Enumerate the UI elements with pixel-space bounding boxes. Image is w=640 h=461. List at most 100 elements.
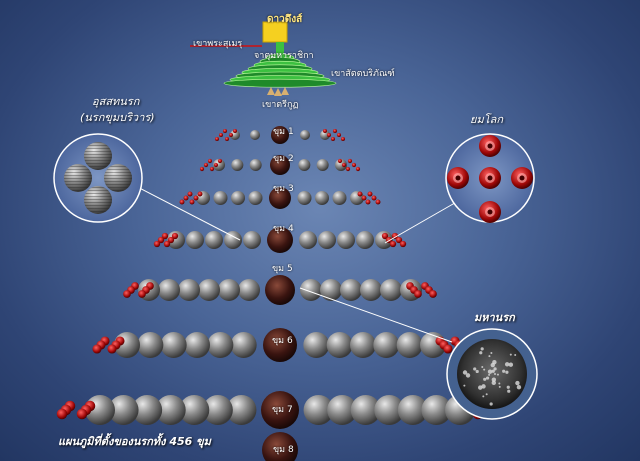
tavatimsa-label: ดาวดึงส์ xyxy=(267,14,303,25)
satellite-hell-sphere xyxy=(318,231,336,249)
satellite-hell-sphere xyxy=(186,231,204,249)
satellite-hell-sphere xyxy=(326,332,353,358)
central-hell-sphere xyxy=(263,328,297,362)
ussada-inset xyxy=(53,133,143,223)
satellite-hell-sphere xyxy=(320,279,342,301)
satellite-hell-sphere xyxy=(132,395,163,425)
red-hell-marker xyxy=(233,129,237,133)
level-7-label: ขุม 7 xyxy=(272,405,293,415)
satellite-hell-sphere xyxy=(303,332,330,358)
satellite-hell-sphere xyxy=(320,130,330,140)
satellite-hell-sphere xyxy=(213,191,228,205)
satellite-hell-sphere xyxy=(350,395,381,425)
red-hell-marker xyxy=(56,408,68,420)
red-hell-marker xyxy=(138,290,146,298)
red-hell-marker xyxy=(157,236,165,244)
red-hell-marker xyxy=(179,199,185,205)
red-hell-marker xyxy=(193,195,199,201)
red-hell-marker xyxy=(331,137,335,141)
satellite-hell-sphere xyxy=(158,279,180,301)
satellite-hell-sphere xyxy=(226,395,257,425)
red-hell-marker xyxy=(371,195,377,201)
satellite-hell-sphere xyxy=(373,332,400,358)
red-hell-marker xyxy=(123,290,131,298)
level-1-label: ขุม 1 xyxy=(273,127,294,137)
red-hell-marker xyxy=(399,240,407,248)
satellite-hell-sphere xyxy=(340,279,362,301)
red-hell-marker xyxy=(203,162,209,168)
red-hell-marker xyxy=(199,166,205,172)
satellite-hell-sphere xyxy=(397,395,428,425)
satellite-hell-sphere xyxy=(327,395,358,425)
red-hell-marker xyxy=(367,191,373,197)
diagram-caption: แผนภูมิที่ตั้งของนรกทั้ง 456 ขุม xyxy=(58,435,211,448)
red-hell-marker xyxy=(107,344,117,354)
level-5-label: ขุม 5 xyxy=(272,264,293,274)
mount-meru xyxy=(190,21,337,96)
red-hell-marker xyxy=(351,162,357,168)
satellite-hell-sphere xyxy=(421,395,452,425)
satellite-hell-sphere xyxy=(202,395,233,425)
satellite-hell-sphere xyxy=(213,159,225,171)
red-hell-marker xyxy=(183,195,189,201)
satellite-hell-sphere xyxy=(224,231,242,249)
satellite-hell-sphere xyxy=(298,159,311,171)
level-3-label: ขุม 3 xyxy=(273,184,294,194)
ussada-title: อุสสทนรก xyxy=(92,95,140,108)
central-hell-sphere xyxy=(271,126,289,144)
red-hell-marker xyxy=(395,236,403,244)
central-hell-sphere xyxy=(270,155,290,175)
red-hell-marker xyxy=(187,191,193,197)
red-hell-marker xyxy=(443,344,453,354)
mahanaraka-inset xyxy=(446,328,538,420)
central-hell-sphere xyxy=(261,391,299,429)
yamaloka-title: ยมโลก xyxy=(470,113,504,126)
red-hell-marker xyxy=(341,137,345,141)
satellite-hell-sphere xyxy=(207,332,234,358)
level-8-label: ขุม 8 xyxy=(273,445,294,455)
red-hell-marker xyxy=(229,133,233,137)
satellite-hell-sphere xyxy=(332,191,347,205)
satellite-hell-sphere xyxy=(230,130,240,140)
red-hell-marker xyxy=(414,290,422,298)
red-hell-marker xyxy=(171,232,179,240)
red-hell-marker xyxy=(163,240,171,248)
sumeru-label: เขาพระสุเมรุ xyxy=(193,39,243,49)
satellite-hell-sphere xyxy=(316,159,329,171)
red-hell-marker xyxy=(337,133,341,137)
satellite-hell-sphere xyxy=(248,191,263,205)
inset-connectors xyxy=(123,179,461,343)
red-hell-marker xyxy=(391,232,399,240)
red-hell-marker xyxy=(429,290,437,298)
catumaharajika-label: จาตุมหาราชิกา xyxy=(254,51,314,61)
satellite-hell-sphere xyxy=(155,395,186,425)
red-hell-marker xyxy=(345,166,351,172)
central-hell-sphere xyxy=(269,187,291,209)
satellite-hell-sphere xyxy=(198,279,220,301)
red-hell-marker xyxy=(92,344,102,354)
central-hell-sphere xyxy=(267,227,293,253)
satellite-hell-sphere xyxy=(238,279,260,301)
central-hell-sphere xyxy=(262,432,298,461)
sattaparibhanda-label: เขาสัตตบริภัณฑ์ xyxy=(331,69,395,79)
red-hell-marker xyxy=(341,162,347,168)
red-hell-marker xyxy=(381,232,389,240)
red-hell-marker xyxy=(209,166,215,172)
satellite-hell-sphere xyxy=(231,191,245,205)
satellite-hell-sphere xyxy=(167,231,185,249)
red-hell-marker xyxy=(153,240,161,248)
red-hell-marker xyxy=(375,199,381,205)
red-hell-marker xyxy=(361,195,367,201)
satellite-hell-sphere xyxy=(231,159,244,171)
red-hell-marker xyxy=(215,137,219,141)
red-hell-marker xyxy=(217,158,223,164)
red-hell-marker xyxy=(337,158,343,164)
satellite-hell-sphere xyxy=(230,332,257,358)
satellite-hell-sphere xyxy=(249,159,262,171)
red-hell-marker xyxy=(355,166,361,172)
level-2-label: ขุม 2 xyxy=(273,154,294,164)
satellite-hell-sphere xyxy=(356,231,374,249)
satellite-hell-sphere xyxy=(184,332,210,358)
satellite-hell-sphere xyxy=(380,279,402,301)
